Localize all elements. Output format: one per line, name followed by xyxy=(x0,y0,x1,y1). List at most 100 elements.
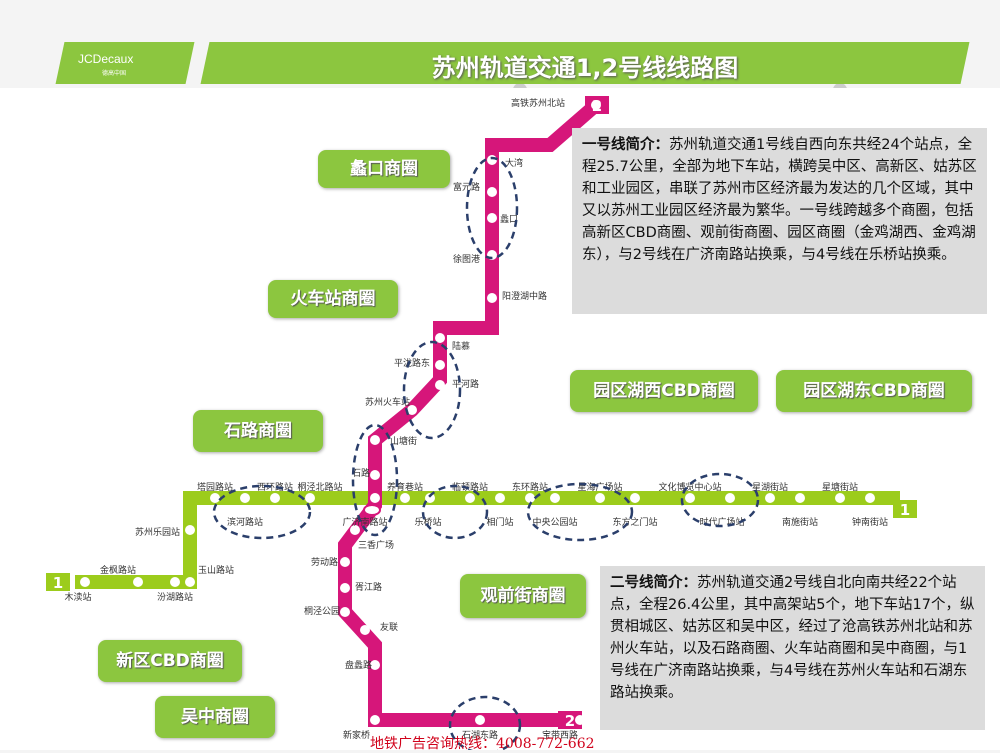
line2-station-dot xyxy=(591,100,601,110)
line1-station-label: 东方之门站 xyxy=(612,516,657,528)
line2-station-label: 蠡口 xyxy=(500,213,518,225)
business-district-ring xyxy=(526,482,634,542)
line1-station-label: 广济南路站 xyxy=(342,516,387,528)
line2-station-label: 三香广场 xyxy=(358,539,394,551)
line1-station-label: 养育巷站 xyxy=(387,481,423,493)
line1-station-dot xyxy=(170,577,180,587)
line1-station-label: 玉山路站 xyxy=(198,564,234,576)
line1-badge-east xyxy=(893,500,917,518)
page-title: 苏州轨道交通1,2号线线路图 xyxy=(431,54,739,82)
line1-station-label: 南施街站 xyxy=(782,516,818,528)
line2-station-dot xyxy=(435,380,445,390)
line1-station-dot xyxy=(595,493,605,503)
line1-station-dot xyxy=(270,493,280,503)
line2-station-dot xyxy=(475,715,485,725)
line2-station-dot xyxy=(487,293,497,303)
line2-station-label: 新家桥 xyxy=(343,729,370,741)
line2-station-label: 富元路 xyxy=(453,181,480,193)
line2-station-label: 宝带西路 xyxy=(542,729,578,741)
line1-station-dot xyxy=(795,493,805,503)
line2-station-label: 友联 xyxy=(380,621,398,633)
line1-badge-west-label: 1 xyxy=(53,574,63,592)
line1-intro-label: 一号线简介： xyxy=(582,137,669,153)
line2-station-dot xyxy=(340,583,350,593)
line2-station-dot xyxy=(370,660,380,670)
line1-station-label: 桐泾北路站 xyxy=(297,481,342,493)
line1-station-dot xyxy=(305,493,315,503)
line1-station-dot xyxy=(370,493,380,503)
line2-station-label: 桐泾公园 xyxy=(304,605,340,617)
line2-station-dot xyxy=(435,333,445,343)
line1-station-label: 金枫路站 xyxy=(100,564,136,576)
line2-station-label: 高铁苏州北站 xyxy=(511,97,565,109)
line2-track xyxy=(338,99,601,727)
line1-station-dot xyxy=(725,493,735,503)
line2-station-label: 石湖东路 xyxy=(462,729,498,741)
line1-station-dot xyxy=(550,493,560,503)
line2-station-label: 徐图港 xyxy=(453,253,480,265)
line2-station-label: 平河路 xyxy=(452,378,479,390)
line1-station-label: 苏州乐园站 xyxy=(135,526,180,538)
line1-station-label: 木渎站 xyxy=(64,591,91,603)
callout-hu-west-cbd: 园区湖西CBD商圈 xyxy=(570,370,758,412)
callout-guanqian: 观前街商圈 xyxy=(460,574,586,618)
line1-station-dot xyxy=(210,493,220,503)
line1-station-dot xyxy=(765,493,775,503)
callout-wuzhong: 吴中商圈 xyxy=(155,696,275,738)
line1-station-dot xyxy=(185,525,195,535)
line1-station-dot xyxy=(425,493,435,503)
line2-station-label: 盘蠡路 xyxy=(345,659,372,671)
line2-intro-label: 二号线简介： xyxy=(610,575,697,591)
line1-station-dot xyxy=(185,577,195,587)
line2-station-label: 陆慕 xyxy=(452,340,470,352)
line1-station-dot xyxy=(80,577,90,587)
callout-new-district-cbd: 新区CBD商圈 xyxy=(98,640,242,682)
line1-station-label: 星塘街站 xyxy=(822,481,858,493)
line2-badge-south-label: 2 xyxy=(565,712,575,730)
line2-station-label: 苏州火车站 xyxy=(365,396,410,408)
line1-station-dot xyxy=(133,577,143,587)
line1-station-label: 文化博览中心站 xyxy=(658,481,721,493)
line2-station-dot xyxy=(350,525,360,535)
line2-intro-text: 苏州轨道交通2号线自北向南共经22个站点，全程26.4公里，其中高架站5个，地下… xyxy=(610,575,975,701)
business-district-ring xyxy=(680,472,760,528)
line2-station-label: 阳澄湖中路 xyxy=(502,290,547,302)
line2-station-label: 平泷路东 xyxy=(394,357,430,369)
line2-station-dot xyxy=(370,715,380,725)
line2-station-label: 胥江路 xyxy=(355,581,382,593)
callout-railway-station: 火车站商圈 xyxy=(268,280,398,318)
business-district-ring xyxy=(212,484,312,540)
business-district-ring xyxy=(421,484,489,540)
line1-badge-east-label: 1 xyxy=(900,501,910,519)
line2-station-dot xyxy=(407,405,417,415)
line1-station-dot xyxy=(240,493,250,503)
business-district-ring xyxy=(448,695,522,750)
line1-station-label: 临顿路站 xyxy=(452,481,488,493)
business-district-ring xyxy=(351,423,399,537)
line2-station-dot xyxy=(487,213,497,223)
line1-station-label: 东环路站 xyxy=(512,481,548,493)
business-district-ring xyxy=(402,340,462,440)
line2-station-dot xyxy=(340,607,350,617)
line1-track xyxy=(75,491,900,589)
line1-intro-box: 一号线简介：苏州轨道交通1号线自西向东共经24个站点，全程25.7公里，全部为地… xyxy=(572,128,987,314)
business-district-ring xyxy=(465,156,519,260)
line2-badge-south xyxy=(558,711,582,729)
line1-station-label: 汾湖路站 xyxy=(157,591,193,603)
ad-hotline: 地铁广告咨询热线：4008-772-662 xyxy=(370,736,595,752)
line1-station-label: 相门站 xyxy=(486,516,513,528)
line2-station-dot xyxy=(575,715,585,725)
line2-station-dot xyxy=(435,360,445,370)
line1-station-label: 星海广场站 xyxy=(577,481,622,493)
line1-station-dot xyxy=(865,493,875,503)
line2-station-label: 大湾 xyxy=(505,157,523,169)
callout-shilu: 石路商圈 xyxy=(193,410,323,452)
line1-station-label: 星湖街站 xyxy=(752,481,788,493)
line2-station-label: 劳动路 xyxy=(311,556,338,568)
line2-station-dot xyxy=(487,187,497,197)
line2-station-label: 山塘街 xyxy=(390,435,417,447)
line1-station-dot xyxy=(525,493,535,503)
line1-station-dot xyxy=(835,493,845,503)
line1-station-dot xyxy=(685,493,695,503)
